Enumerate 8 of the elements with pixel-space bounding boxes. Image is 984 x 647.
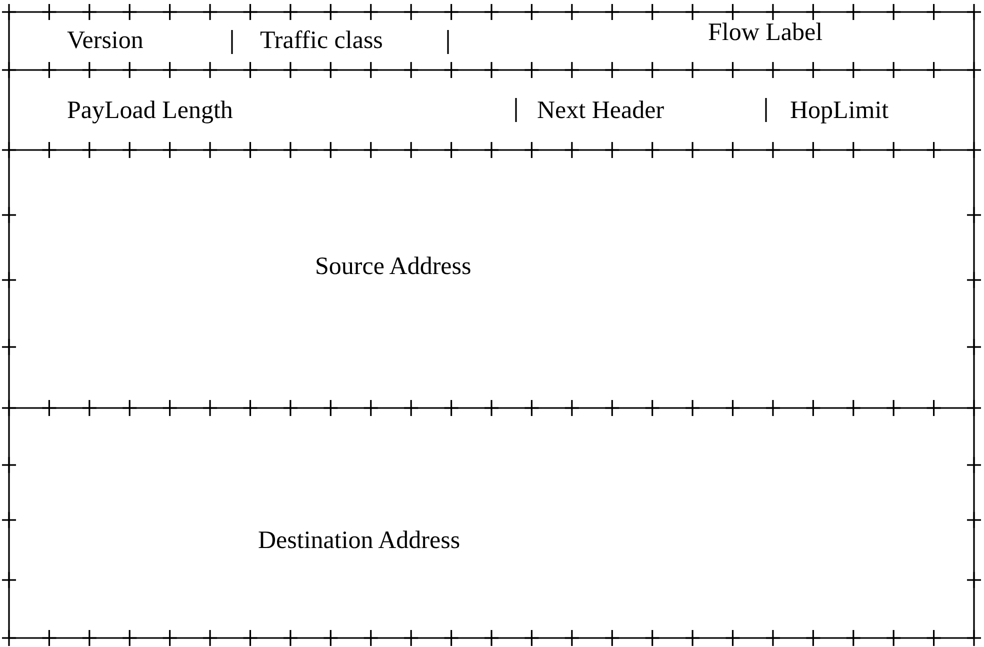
header-field-label: PayLoad Length: [67, 96, 233, 126]
header-field-label: Next Header: [537, 96, 664, 126]
header-field-label: Destination Address: [258, 526, 460, 556]
header-field-label: Source Address: [315, 252, 472, 282]
header-field-label: HopLimit: [790, 96, 889, 126]
header-field-label: Version: [67, 26, 144, 56]
header-field-label: Traffic class: [260, 26, 383, 56]
header-field-label: Flow Label: [708, 18, 823, 48]
